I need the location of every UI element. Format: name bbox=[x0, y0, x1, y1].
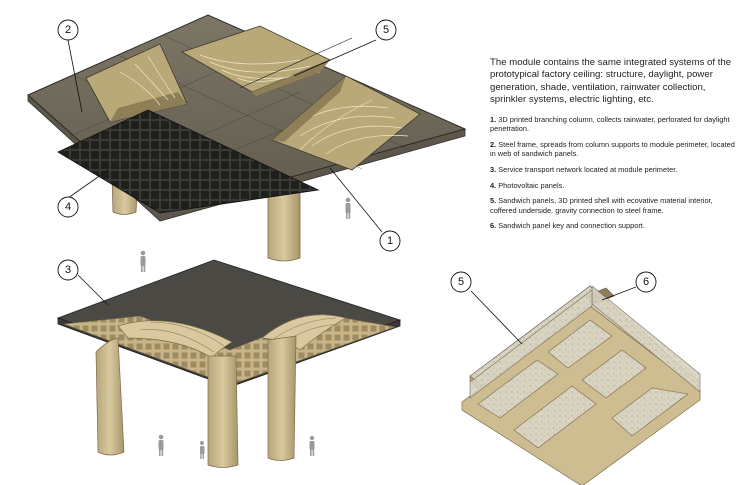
callout-2: 2 bbox=[57, 19, 79, 41]
callout-1-label: 1 bbox=[387, 235, 393, 247]
legend-item-number: 2. bbox=[490, 139, 497, 149]
skylight-back-left bbox=[85, 43, 188, 123]
callout-5-right-label: 5 bbox=[458, 276, 464, 288]
legend-item-text: Sandwich panel key and connection suppor… bbox=[498, 221, 645, 231]
legend-item-number: 3. bbox=[490, 165, 497, 174]
legend-item: 5. Sandwich panels, 3D printed shell wit… bbox=[490, 196, 740, 215]
person-figure bbox=[140, 250, 146, 272]
sandwich-panel-detail bbox=[461, 285, 701, 485]
pavilion-module bbox=[56, 259, 402, 468]
legend-item-text: 3D printed branching column, collects ra… bbox=[490, 114, 730, 134]
callout-3-label: 3 bbox=[65, 264, 71, 276]
pavilion-column-right bbox=[267, 335, 297, 461]
photovoltaic-panels bbox=[57, 109, 320, 214]
legend-item-text: Sandwich panels, 3D printed shell with e… bbox=[490, 196, 713, 215]
callout-2-label: 2 bbox=[65, 24, 71, 36]
top-roof-module bbox=[27, 14, 467, 262]
callout-4: 4 bbox=[57, 196, 79, 218]
legend-item: 4. Photovoltaic panels. bbox=[490, 181, 740, 191]
callout-5-top-label: 5 bbox=[383, 24, 389, 36]
pavilion-column-center bbox=[207, 355, 239, 468]
callout-4-label: 4 bbox=[65, 201, 71, 213]
legend-item-number: 4. bbox=[490, 180, 497, 190]
legend-item: 2. Steel frame, spreads from column supp… bbox=[490, 140, 740, 159]
person-figure bbox=[309, 435, 315, 456]
callout-5-top: 5 bbox=[375, 19, 397, 41]
callout-3: 3 bbox=[57, 259, 79, 281]
pavilion-column-left bbox=[95, 337, 125, 456]
intro-text: The module contains the same integrated … bbox=[490, 57, 732, 106]
legend-item: 3. Service transport network located at … bbox=[490, 165, 740, 175]
legend-item: 6. Sandwich panel key and connection sup… bbox=[490, 221, 740, 231]
callout-6: 6 bbox=[635, 271, 657, 293]
leader-lines bbox=[67, 39, 637, 345]
legend-item-number: 6. bbox=[490, 221, 497, 231]
legend-item: 1. 3D printed branching column, collects… bbox=[490, 115, 740, 134]
person-figure bbox=[345, 197, 351, 219]
callout-6-label: 6 bbox=[643, 276, 649, 288]
callout-1: 1 bbox=[379, 230, 401, 252]
legend-item-text: Service transport network located at mod… bbox=[498, 165, 678, 174]
legend-item-text: Photovoltaic panels. bbox=[498, 180, 565, 190]
column-capital-left bbox=[117, 320, 233, 359]
description-panel: The module contains the same integrated … bbox=[490, 57, 740, 237]
callout-5-right: 5 bbox=[450, 271, 472, 293]
legend-item-text: Steel frame, spreads from column support… bbox=[490, 139, 735, 159]
person-figure bbox=[158, 434, 164, 456]
person-figure bbox=[200, 441, 205, 459]
legend-item-number: 5. bbox=[490, 196, 497, 206]
legend-item-number: 1. bbox=[490, 114, 497, 124]
skylight-front-right bbox=[271, 75, 421, 171]
